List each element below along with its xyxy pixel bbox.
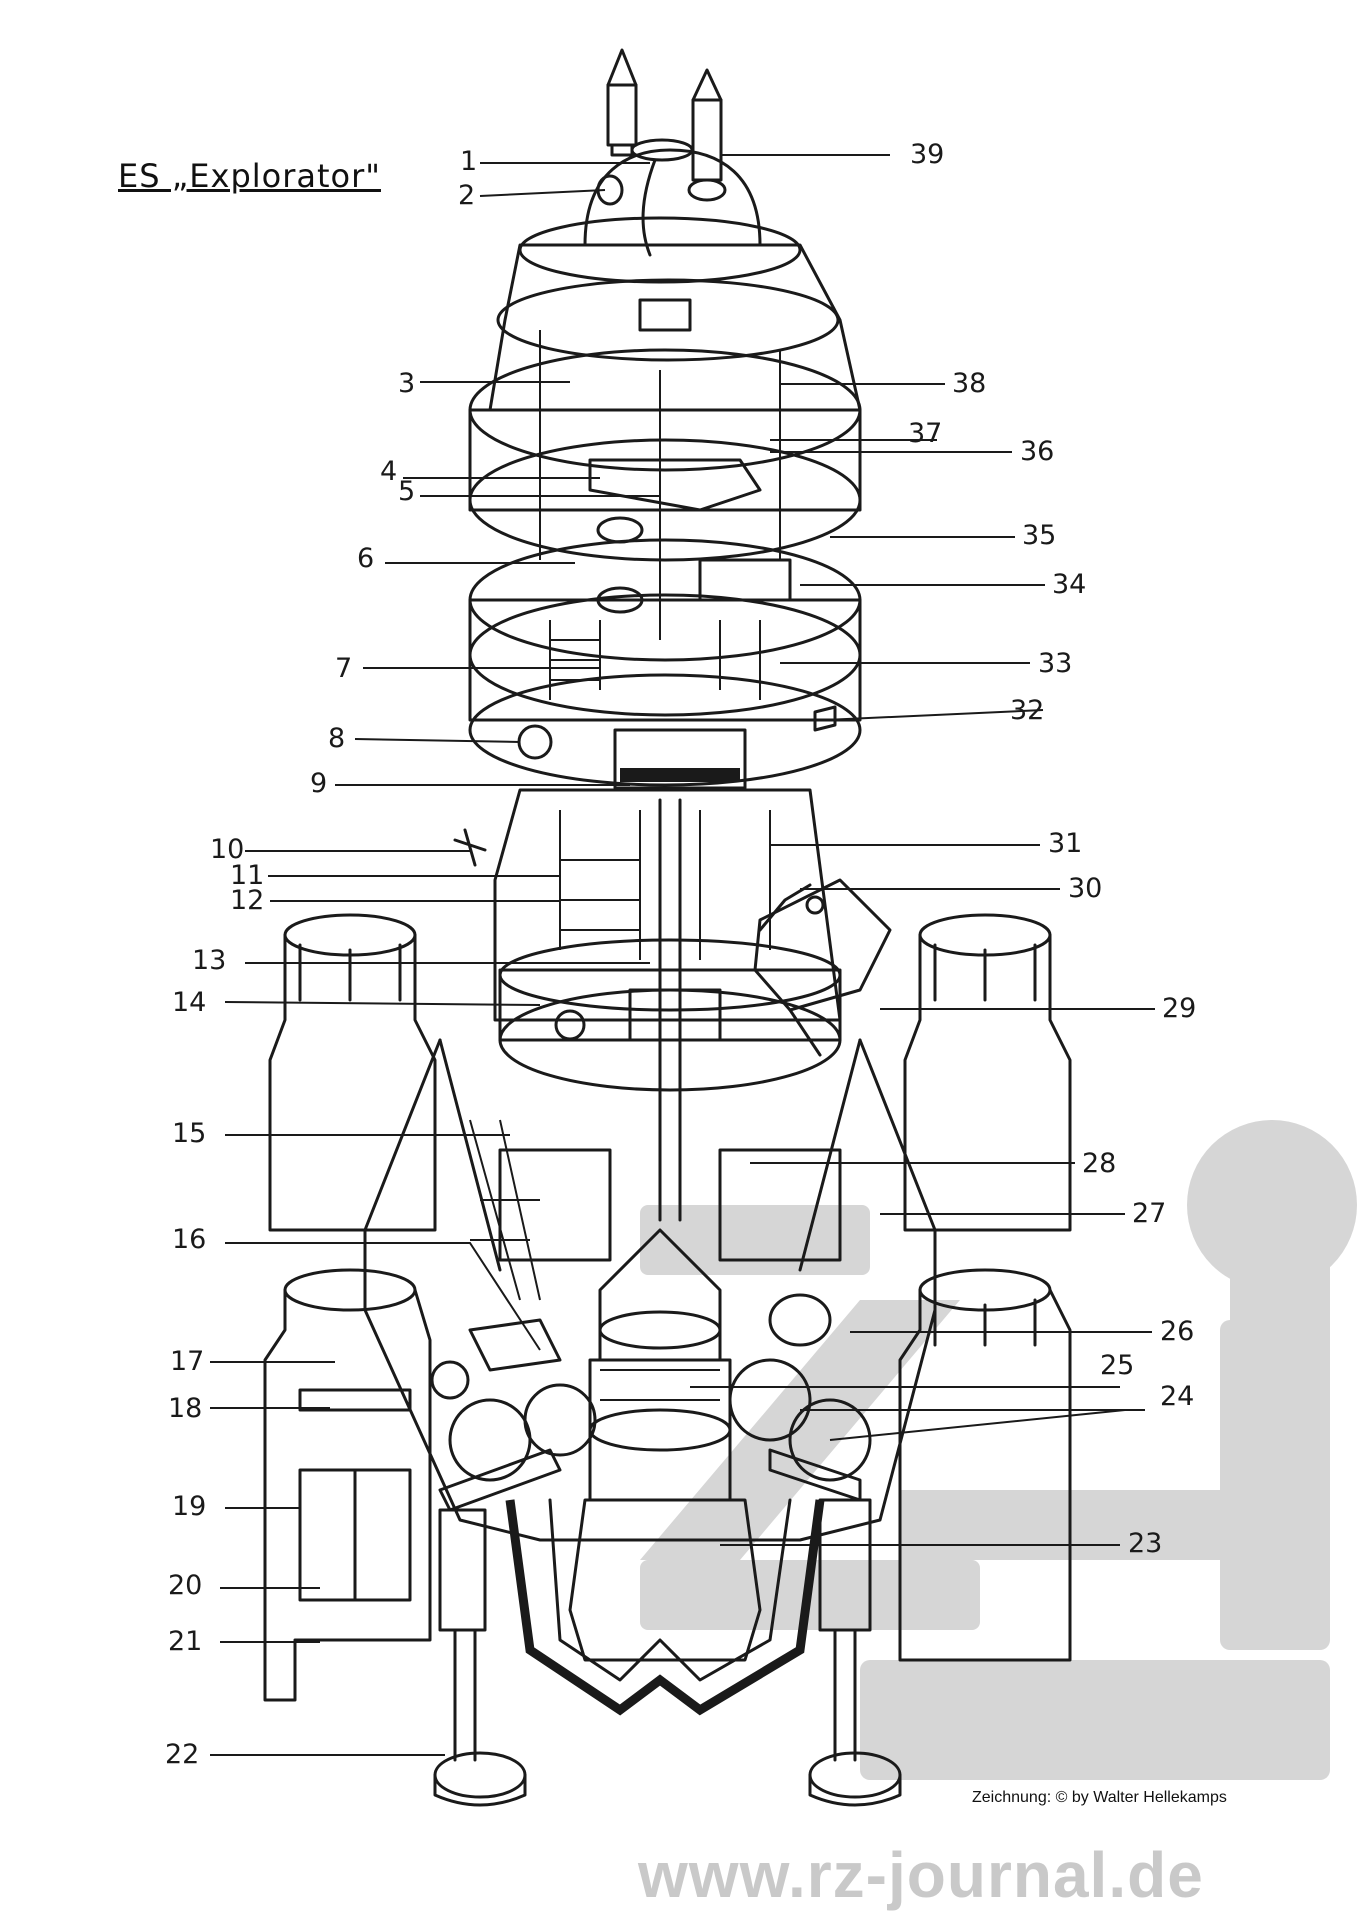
part-label-22: 22 bbox=[165, 1739, 200, 1770]
booster-upper-left bbox=[268, 913, 437, 1232]
part-label-39: 39 bbox=[910, 139, 945, 170]
mid-section bbox=[493, 788, 842, 1022]
part-label-26: 26 bbox=[1160, 1316, 1195, 1347]
website-url[interactable]: www.rz-journal.de bbox=[638, 1839, 1204, 1911]
booster-upper-right bbox=[903, 913, 1072, 1232]
part-label-38: 38 bbox=[952, 368, 987, 399]
part-label-36: 36 bbox=[1020, 436, 1055, 467]
part-label-10: 10 bbox=[210, 834, 245, 865]
nose-dome bbox=[583, 148, 762, 247]
landing-leg-right bbox=[768, 1448, 902, 1807]
part-label-28: 28 bbox=[1082, 1148, 1117, 1179]
command-ring bbox=[468, 408, 862, 512]
part-label-29: 29 bbox=[1162, 993, 1197, 1024]
part-label-11: 11 bbox=[230, 860, 265, 891]
docking-capsule bbox=[753, 878, 892, 1057]
part-label-9: 9 bbox=[310, 768, 328, 799]
part-label-33: 33 bbox=[1038, 648, 1073, 679]
part-label-20: 20 bbox=[168, 1570, 203, 1601]
part-label-4: 4 bbox=[380, 456, 398, 487]
booster-lower-left bbox=[263, 1268, 432, 1702]
part-label-21: 21 bbox=[168, 1626, 203, 1657]
part-label-24: 24 bbox=[1160, 1381, 1195, 1412]
nose-antenna-left bbox=[606, 48, 638, 157]
part-label-2: 2 bbox=[458, 180, 476, 211]
drawing-title: ES „Explorator" bbox=[118, 157, 381, 195]
part-label-35: 35 bbox=[1022, 520, 1057, 551]
nose-antenna-right bbox=[687, 68, 727, 202]
booster-lower-right bbox=[898, 1268, 1072, 1662]
landing-leg-left bbox=[433, 1448, 562, 1807]
part-label-15: 15 bbox=[172, 1118, 207, 1149]
part-label-16: 16 bbox=[172, 1224, 207, 1255]
part-label-37: 37 bbox=[908, 418, 943, 449]
part-label-14: 14 bbox=[172, 987, 207, 1018]
drawing-credit: Zeichnung: © by Walter Hellekamps bbox=[972, 1789, 1227, 1806]
part-label-17: 17 bbox=[170, 1346, 205, 1377]
habitat-ring bbox=[468, 598, 862, 722]
lower-hull bbox=[363, 1038, 937, 1542]
part-label-1: 1 bbox=[460, 146, 478, 177]
part-label-30: 30 bbox=[1068, 873, 1103, 904]
part-label-13: 13 bbox=[192, 945, 227, 976]
part-label-3: 3 bbox=[398, 368, 416, 399]
part-label-27: 27 bbox=[1132, 1198, 1167, 1229]
part-label-8: 8 bbox=[328, 723, 346, 754]
part-label-32: 32 bbox=[1010, 695, 1045, 726]
part-label-23: 23 bbox=[1128, 1528, 1163, 1559]
leader-lines bbox=[210, 162, 660, 1756]
reactor-core bbox=[505, 1228, 825, 1716]
part-label-12: 12 bbox=[230, 885, 265, 916]
part-label-7: 7 bbox=[335, 653, 353, 684]
part-label-25: 25 bbox=[1100, 1350, 1135, 1381]
part-label-6: 6 bbox=[357, 543, 375, 574]
part-label-34: 34 bbox=[1052, 569, 1087, 600]
part-label-18: 18 bbox=[168, 1393, 203, 1424]
part-label-5: 5 bbox=[398, 476, 416, 507]
part-label-19: 19 bbox=[172, 1491, 207, 1522]
part-label-31: 31 bbox=[1048, 828, 1083, 859]
